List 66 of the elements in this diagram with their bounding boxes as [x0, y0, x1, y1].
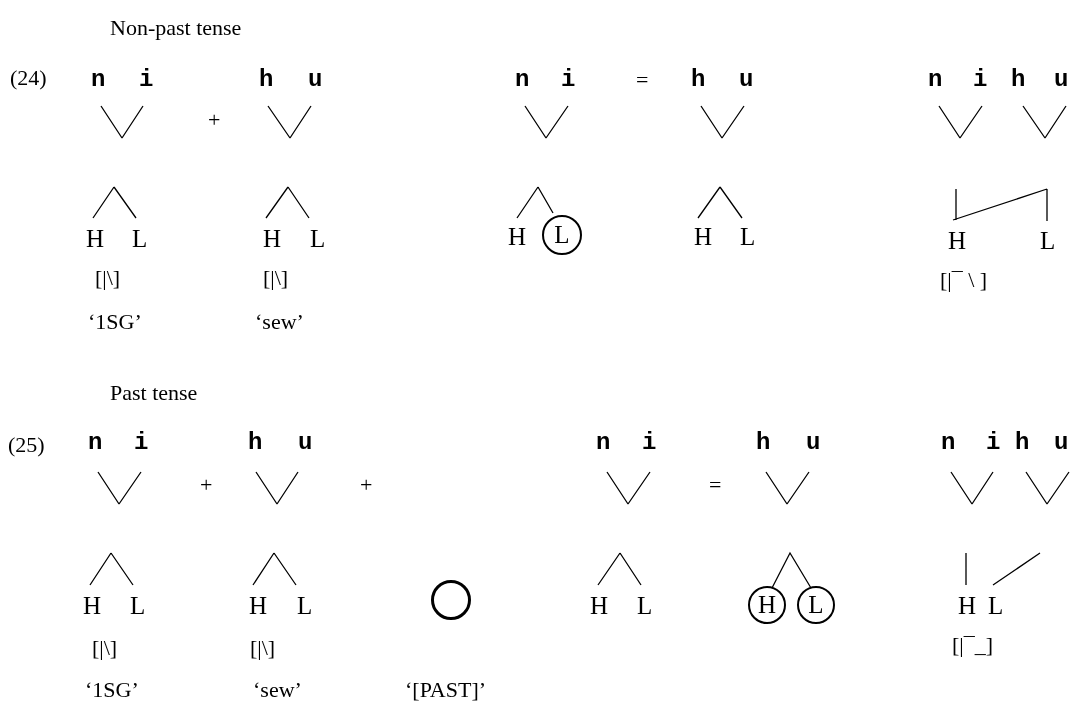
equals-sign: = — [709, 474, 722, 496]
tone-letter: L — [297, 592, 313, 618]
plus-sign: + — [200, 474, 213, 496]
segment-letter: n — [88, 431, 103, 455]
segment-letter: u — [1054, 431, 1069, 455]
segment-letter: h — [756, 431, 771, 455]
segment-letter: h — [259, 68, 274, 92]
tone-notation: [|\] — [263, 267, 289, 289]
tone-letter: L — [1040, 227, 1056, 253]
segment-letter: n — [928, 68, 943, 92]
segment-letter: n — [941, 431, 956, 455]
segment-letter: i — [642, 431, 657, 455]
segment-letter: i — [134, 431, 149, 455]
segment-letter: u — [308, 68, 323, 92]
segment-letter: h — [248, 431, 263, 455]
tone-notation: [|\] — [250, 637, 276, 659]
section-heading: Non-past tense — [110, 17, 242, 39]
tone-letter: H — [694, 223, 713, 249]
tone-letter: H — [508, 223, 527, 249]
gloss: ‘1SG’ — [88, 311, 142, 333]
example-number: (25) — [8, 434, 45, 456]
gloss: ‘sew’ — [253, 679, 302, 701]
tone-letter: H — [86, 225, 105, 251]
segment-letter: i — [139, 68, 154, 92]
segment-letter: n — [515, 68, 530, 92]
plus-sign: + — [208, 109, 221, 131]
plus-sign: + — [360, 474, 373, 496]
segment-letter: h — [1015, 431, 1030, 455]
tone-notation: [|\] — [95, 267, 121, 289]
tone-letter: H — [948, 227, 967, 253]
segment-letter: u — [1054, 68, 1069, 92]
empty-circle — [431, 580, 471, 620]
segment-letter: i — [986, 431, 1001, 455]
segment-letter: u — [739, 68, 754, 92]
tone-notation: [|¯ \ ] — [940, 269, 988, 291]
tone-notation: [|\] — [92, 637, 118, 659]
association-lines — [771, 551, 812, 589]
tone-letter: L — [310, 225, 326, 251]
segment-letter: i — [973, 68, 988, 92]
circled-tone: L — [542, 215, 582, 255]
tone-letter: L — [130, 592, 146, 618]
gloss: ‘1SG’ — [85, 679, 139, 701]
equals-sign: = — [636, 69, 649, 91]
segment-letter: n — [596, 431, 611, 455]
tone-letter: H — [249, 592, 268, 618]
segment-letter: u — [298, 431, 313, 455]
tone-letter: L — [132, 225, 148, 251]
section-heading: Past tense — [110, 382, 198, 404]
tone-letter: H — [590, 592, 609, 618]
tone-letter: L — [637, 592, 653, 618]
segment-letter: h — [1011, 68, 1026, 92]
segment-letter: i — [561, 68, 576, 92]
example-number: (24) — [10, 67, 47, 89]
circled-tone: L — [797, 586, 835, 624]
gloss: ‘sew’ — [255, 311, 304, 333]
circled-tone: H — [748, 586, 786, 624]
tone-letter: L — [988, 592, 1004, 618]
tone-notation: [|¯_] — [952, 634, 994, 656]
tone-letter: H — [83, 592, 102, 618]
gloss: ‘[PAST]’ — [405, 679, 487, 701]
tone-letter: H — [263, 225, 282, 251]
segment-letter: n — [91, 68, 106, 92]
segment-letter: u — [806, 431, 821, 455]
tone-letter: H — [958, 592, 977, 618]
tone-letter: L — [740, 223, 756, 249]
segment-letter: h — [691, 68, 706, 92]
